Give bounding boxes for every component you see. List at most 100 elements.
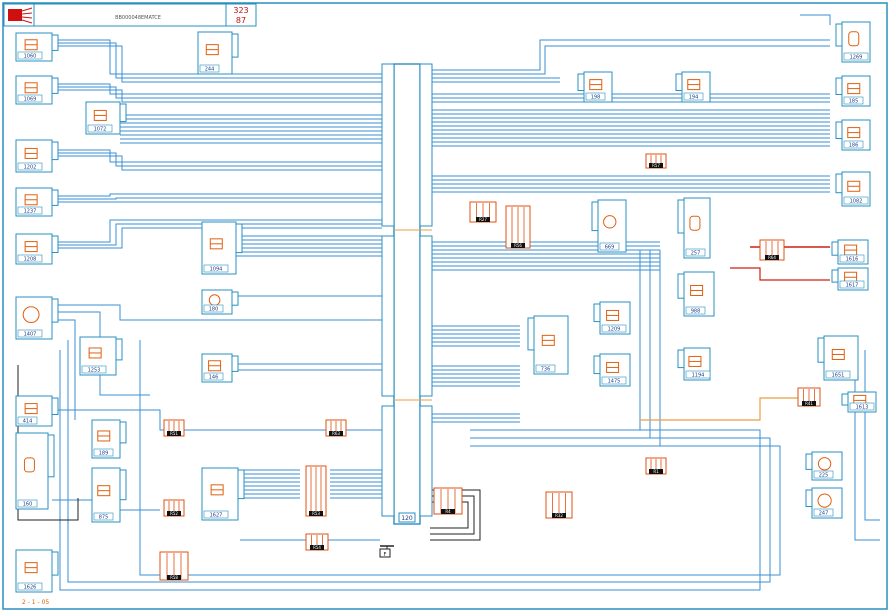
- hub-label: 120: [401, 515, 413, 522]
- component-1613: 1613: [841, 391, 877, 413]
- component-1626: 1626: [15, 549, 59, 593]
- connector-R41: R41: [797, 387, 821, 407]
- component-1617: 1617: [831, 267, 869, 291]
- wire: [50, 155, 382, 171]
- component-1616: 1616: [831, 239, 869, 265]
- wire: [50, 227, 382, 249]
- component-id-label: 198: [591, 95, 601, 101]
- component-id-label: 1202: [24, 165, 37, 171]
- component-id-label: 1269: [850, 55, 863, 61]
- wire: [59, 350, 470, 591]
- component-180: 180: [201, 289, 239, 315]
- component-id-label: 160: [23, 502, 33, 508]
- wire: [50, 89, 382, 103]
- wire: [50, 223, 382, 246]
- component-id-label: 186: [849, 143, 859, 149]
- component-id-label: 194: [689, 95, 699, 101]
- wire: [52, 304, 382, 321]
- fuse-label: F: [384, 552, 387, 558]
- component-id-label: 1627: [210, 513, 223, 519]
- component-1208: 1208: [15, 233, 59, 265]
- component-id-label: 1475: [608, 379, 621, 385]
- component-id-label: 988: [691, 309, 701, 315]
- component-layer: 1060106910721202123712081407125341416016…: [15, 21, 877, 593]
- component-id-label: 1094: [210, 267, 223, 273]
- connector-id-label: R4: [445, 509, 451, 514]
- component-186: 186: [835, 119, 871, 151]
- connector-R4: R4: [433, 487, 463, 515]
- connector-id-label: R27: [479, 217, 487, 222]
- connector-R54: R54: [305, 533, 329, 551]
- wire: [50, 219, 382, 243]
- connector-id-label: R32: [555, 513, 563, 518]
- component-id-label: 1237: [24, 209, 37, 215]
- wire: [640, 397, 800, 421]
- connector-id-label: R54: [313, 545, 321, 550]
- connector-R52: R52: [163, 499, 185, 517]
- connector-id-label: R57: [652, 163, 660, 168]
- connector-R56: R56: [505, 205, 531, 249]
- component-id-label: 247: [819, 511, 829, 517]
- wire: [52, 409, 382, 431]
- component-988: 988: [677, 271, 715, 317]
- component-198: 198: [577, 71, 613, 103]
- wire: [50, 45, 382, 83]
- component-875: 875: [91, 467, 127, 523]
- component-id-label: 736: [541, 367, 551, 373]
- wire: [470, 437, 771, 583]
- wire: [139, 340, 470, 576]
- component-1202: 1202: [15, 139, 59, 173]
- connector-R27: R27: [469, 201, 497, 223]
- component-id-label: 244: [205, 67, 215, 73]
- connector-id-label: R51: [170, 431, 178, 436]
- component-414: 414: [15, 395, 59, 427]
- component-1627: 1627: [201, 467, 245, 521]
- component-194: 194: [675, 71, 711, 103]
- wire: [50, 193, 382, 197]
- component-id-label: 669: [605, 245, 615, 251]
- component-id-label: 1253: [88, 368, 101, 374]
- component-1069: 1069: [15, 75, 59, 105]
- wire: [50, 197, 382, 200]
- component-1209: 1209: [593, 301, 631, 335]
- wire: [67, 340, 470, 583]
- connector-id-label: R1: [653, 469, 659, 474]
- wire: [854, 350, 880, 541]
- title-sheet: 87: [236, 16, 246, 25]
- wire: [470, 445, 781, 576]
- bottom-note: 2 - 1 - 05: [22, 599, 49, 606]
- component-id-label: 1651: [832, 373, 845, 379]
- connector-R63: R63: [325, 419, 347, 437]
- component-id-label: 414: [23, 419, 33, 425]
- component-1475: 1475: [593, 353, 631, 387]
- wire: [432, 39, 830, 71]
- component-225: 225: [805, 451, 843, 481]
- brand-logo-icon: [8, 7, 33, 24]
- component-id-label: 1208: [24, 257, 37, 263]
- hub-120: 120: [381, 63, 433, 525]
- component-247: 247: [805, 487, 843, 519]
- wire-layer: [17, 14, 880, 591]
- connector-id-label: R52: [170, 511, 178, 516]
- wire: [52, 319, 76, 420]
- component-id-label: 1626: [24, 585, 37, 591]
- component-id-label: 1617: [846, 283, 859, 289]
- title-description: BB000048EMATCE: [115, 15, 161, 21]
- connector-id-label: R56: [514, 243, 522, 248]
- connector-R32: R32: [545, 491, 573, 519]
- component-1253: 1253: [79, 336, 123, 376]
- component-id-label: 1613: [856, 405, 869, 411]
- title-block: BB000048EMATCE 323 87: [3, 3, 257, 27]
- component-id-label: 146: [209, 375, 219, 381]
- ground-symbol-icon: F: [379, 545, 394, 558]
- connector-id-label: R41: [805, 401, 813, 406]
- connector-id-label: R64: [768, 255, 776, 260]
- component-id-label: 225: [819, 473, 829, 479]
- wire: [50, 39, 382, 75]
- component-id-label: 1069: [24, 97, 37, 103]
- component-id-label: 1082: [850, 199, 863, 205]
- connector-R57: R57: [645, 153, 667, 169]
- wire: [50, 83, 382, 95]
- component-185: 185: [835, 75, 871, 107]
